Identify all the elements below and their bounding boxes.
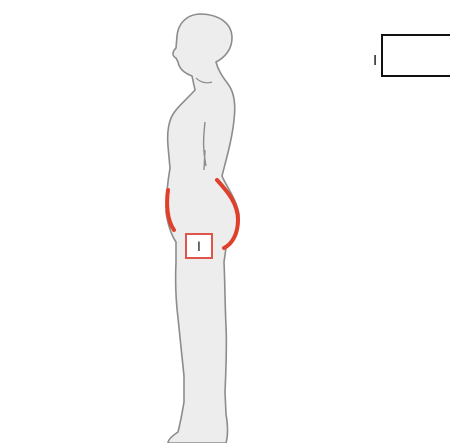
body-silhouette: [166, 14, 239, 443]
corner-box-label: I: [373, 52, 377, 70]
hip-marker-label: I: [185, 233, 213, 259]
corner-bracket-box: [381, 34, 450, 77]
side-view-human-figure: [166, 14, 239, 443]
